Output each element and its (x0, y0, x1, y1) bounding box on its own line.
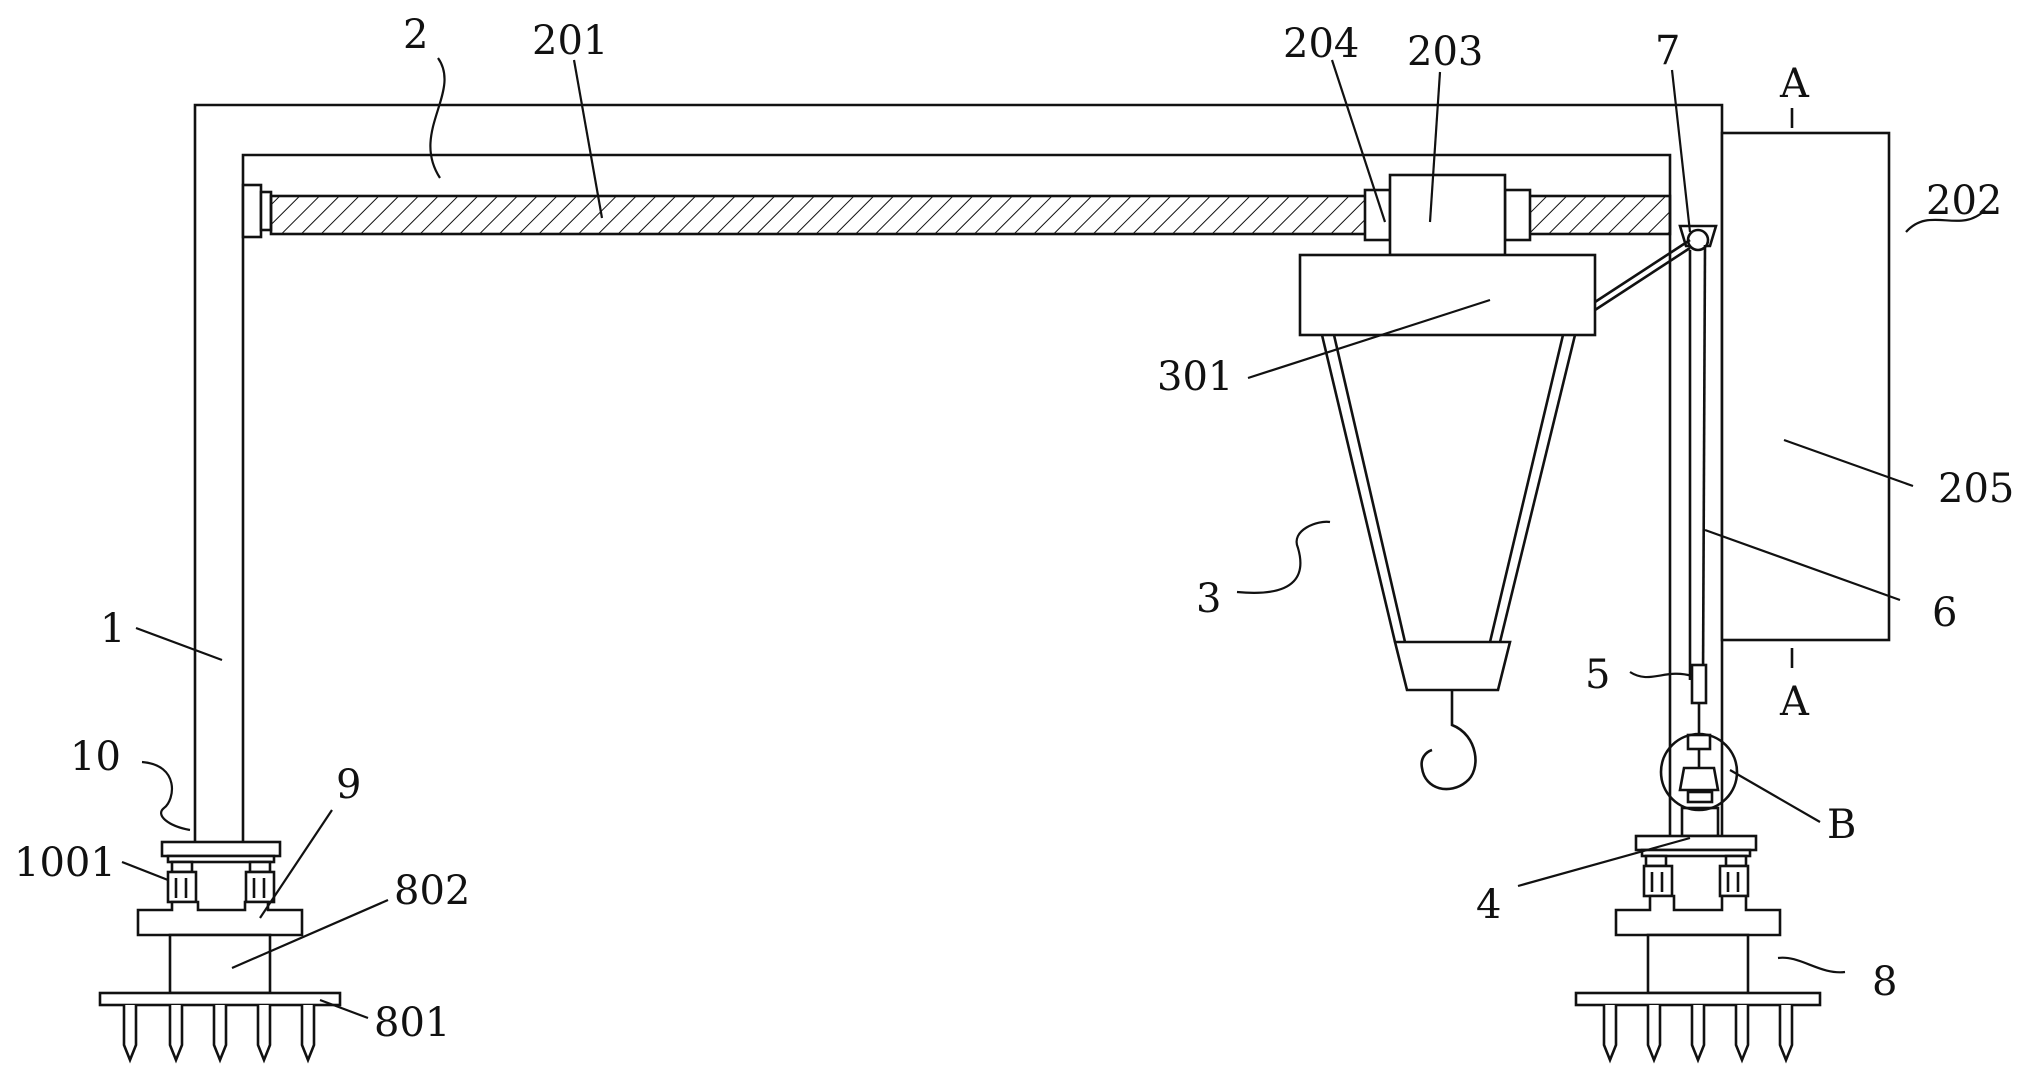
left-base (98, 840, 342, 1064)
label-a-top: A (1779, 61, 1810, 107)
label-1: 1 (100, 606, 125, 652)
left-damper-a (166, 870, 198, 904)
leader-2 (429, 57, 446, 179)
slider-203 (1388, 173, 1507, 257)
right-damper-b (1718, 864, 1750, 898)
label-10: 10 (70, 734, 121, 780)
hoist-301 (1298, 253, 1597, 337)
right-seat (1614, 894, 1782, 937)
label-203: 203 (1407, 29, 1483, 75)
leader-4 (1517, 836, 1691, 888)
right-ground-spikes (1602, 1005, 1794, 1064)
leader-204 (1330, 59, 1387, 223)
right-post (1646, 933, 1750, 995)
leader-3 (1236, 520, 1331, 594)
label-202: 202 (1926, 178, 2002, 224)
leader-202 (1905, 209, 1986, 233)
right-damper-a (1642, 864, 1674, 898)
label-201: 201 (532, 18, 608, 64)
screw-left-collar (259, 190, 273, 232)
nut-right (1503, 188, 1532, 242)
label-2: 2 (403, 12, 428, 58)
tensioner-assembly (1659, 663, 1739, 838)
label-5: 5 (1585, 652, 1610, 698)
leader-1001 (121, 860, 169, 882)
leader-1 (135, 626, 223, 662)
label-204: 204 (1283, 21, 1359, 67)
label-4: 4 (1476, 882, 1501, 928)
label-1001: 1001 (14, 840, 116, 886)
right-base-plate-8 (1574, 991, 1822, 1007)
left-damper-b (244, 870, 276, 904)
leader-8 (1777, 956, 1846, 974)
label-9: 9 (336, 762, 361, 808)
label-b: B (1827, 802, 1856, 848)
hook-icon (1420, 690, 1477, 791)
leader-b (1729, 769, 1821, 823)
label-7: 7 (1655, 28, 1680, 74)
part-labels: 2 201 204 203 7 A 202 301 205 3 6 5 A B … (14, 12, 2014, 1046)
left-top-plate (160, 840, 282, 858)
leader-301 (1247, 298, 1491, 380)
label-6: 6 (1932, 590, 1957, 636)
slider-block (1363, 173, 1532, 257)
detail-circle-b (1659, 732, 1739, 812)
label-301: 301 (1157, 354, 1233, 400)
pulley-assembly (1594, 224, 1718, 681)
rope-6 (1701, 244, 1707, 681)
leader-10 (141, 760, 191, 832)
label-3: 3 (1196, 576, 1221, 622)
leader-802 (231, 898, 389, 970)
side-box-202 (1720, 131, 1891, 642)
label-a-bottom: A (1779, 679, 1810, 725)
leader-203 (1428, 71, 1442, 223)
label-8: 8 (1872, 959, 1897, 1005)
leader-205 (1783, 438, 1914, 488)
hook-block (1393, 640, 1512, 692)
leader-201 (572, 59, 604, 219)
label-802: 802 (394, 868, 470, 914)
left-post-802 (168, 933, 272, 995)
left-ground-spikes (122, 1005, 316, 1064)
left-seat-9 (136, 900, 304, 937)
tensioner-5 (1690, 663, 1708, 705)
leader-5 (1629, 671, 1693, 679)
label-801: 801 (374, 1000, 450, 1046)
leader-9 (259, 809, 333, 919)
frame-inner-outline (241, 153, 1672, 842)
right-base (1574, 834, 1822, 1064)
leader-6 (1704, 528, 1901, 602)
leader-lines (121, 57, 1986, 1020)
leader-7 (1670, 69, 1692, 233)
hoist-cables (1320, 334, 1577, 643)
left-base-plate-801 (98, 991, 342, 1007)
leader-801 (319, 998, 369, 1020)
screw-left-bearing (241, 183, 263, 239)
label-205: 205 (1938, 466, 2014, 512)
